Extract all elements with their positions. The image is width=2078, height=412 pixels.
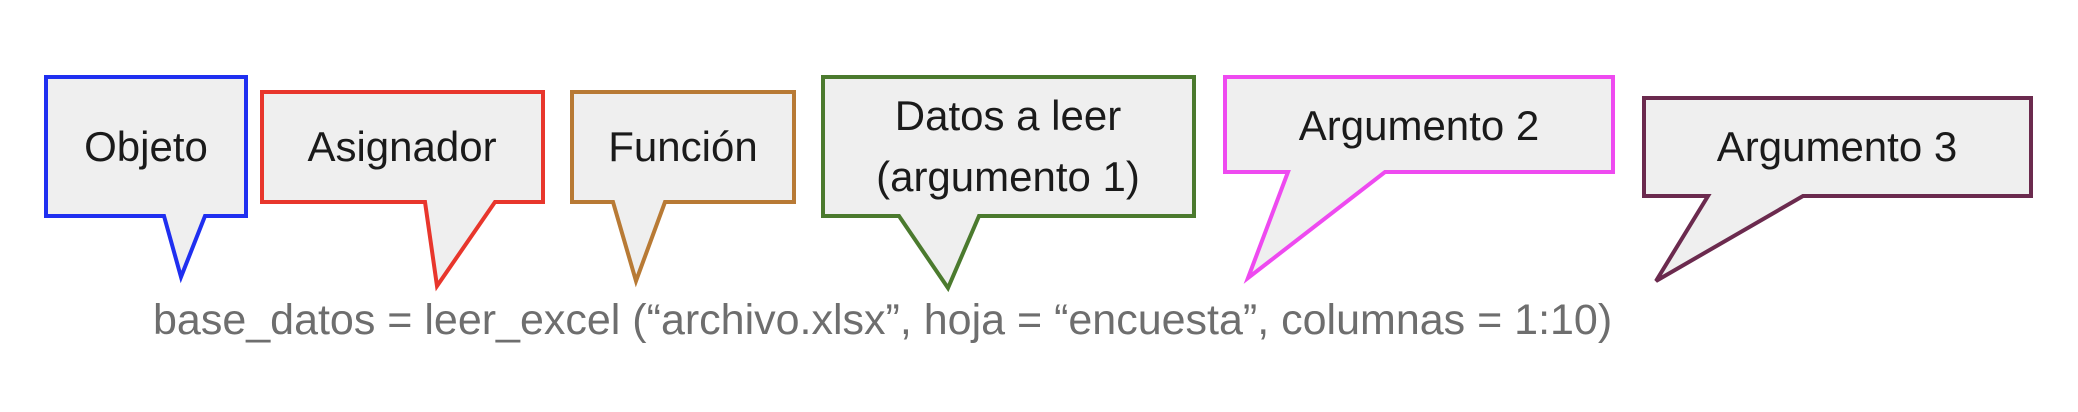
- callout-objeto-shape: [44, 75, 248, 284]
- callout-funcion: Función: [570, 90, 796, 288]
- callout-argumento-3-label: Argumento 3: [1717, 123, 1957, 170]
- callout-asignador-shape: [260, 90, 545, 292]
- callout-funcion-shape: [570, 90, 796, 288]
- callout-argumento-1: Datos a leer (argumento 1): [821, 75, 1196, 293]
- callout-argumento-1-label-line-1: Datos a leer: [895, 92, 1121, 139]
- callout-argumento-2: Argumento 2: [1223, 75, 1615, 284]
- callout-asignador-label: Asignador: [307, 123, 496, 170]
- callout-argumento-2-label: Argumento 2: [1299, 102, 1539, 149]
- callout-funcion-label: Función: [608, 123, 757, 170]
- callout-objeto: Objeto: [44, 75, 248, 284]
- code-line: base_datos = leer_excel (“archivo.xlsx”,…: [153, 296, 1612, 344]
- callout-argumento-1-shape: [821, 75, 1196, 293]
- callout-argumento-2-shape: [1223, 75, 1615, 284]
- callout-asignador: Asignador: [260, 90, 545, 292]
- callout-argumento-3: Argumento 3: [1642, 96, 2033, 283]
- callout-argumento-1-label-line-2: (argumento 1): [876, 153, 1140, 200]
- callout-objeto-label: Objeto: [84, 123, 208, 170]
- callout-argumento-3-shape: [1642, 96, 2033, 283]
